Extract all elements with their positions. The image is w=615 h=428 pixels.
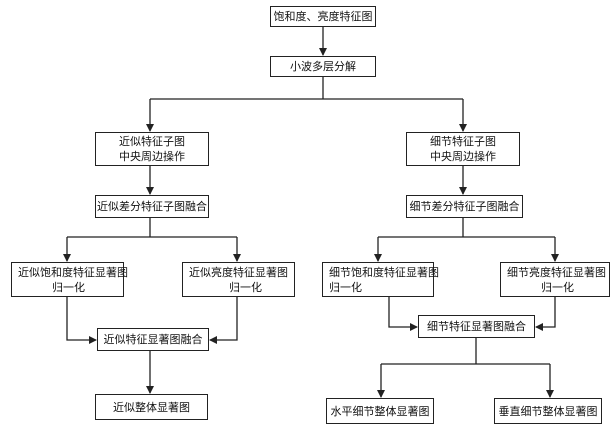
node-label-line-1: 细节特征子图 (430, 135, 496, 148)
approximate-brightness-saliency-node: 近似亮度特征显著图 归一化 (182, 262, 295, 297)
detail-sub-map-node: 细节特征子图 中央周边操作 (406, 132, 520, 166)
approximate-saliency-fusion-node: 近似特征显著图融合 (97, 328, 209, 351)
node-label-line-2: 归一化 (52, 280, 85, 294)
vertical-detail-overall-saliency-node: 垂直细节整体显著图 (494, 398, 602, 424)
node-label-line-1: 细节饱和度特征显著图 (329, 265, 439, 279)
approximate-overall-saliency-node: 近似整体显著图 (95, 394, 208, 420)
horizontal-detail-overall-saliency-node: 水平细节整体显著图 (326, 398, 434, 424)
detail-saliency-fusion-node: 细节特征显著图融合 (418, 315, 535, 338)
node-label: 近似整体显著图 (113, 400, 190, 414)
node-label: 细节差分特征子图融合 (409, 200, 520, 213)
node-label: 垂直细节整体显著图 (498, 404, 598, 418)
arrow-detail-sat-to-fuse (388, 297, 418, 331)
node-label-line-2: 中央周边操作 (119, 150, 185, 163)
node-label: 近似差分特征子图融合 (97, 200, 207, 213)
arrow-detail-bright-to-fuse (535, 297, 556, 331)
detail-brightness-saliency-node: 细节亮度特征显著图 归一化 (500, 262, 610, 297)
approximate-sub-map-node: 近似特征子图 中央周边操作 (95, 132, 209, 166)
arrow-approx-sat-to-fuse (66, 297, 97, 344)
node-label: 细节特征显著图融合 (427, 320, 526, 333)
arrow-approx-bright-to-fuse (209, 297, 238, 344)
approximate-difference-fusion-node: 近似差分特征子图融合 (95, 195, 209, 218)
detail-saturation-saliency-node: 细节饱和度特征显著图 归一化 (322, 262, 439, 297)
approximate-saturation-saliency-node: 近似饱和度特征显著图 归一化 (11, 262, 128, 297)
node-label-line-2: 归一化 (229, 280, 262, 294)
saturation-brightness-feature-map-node: 饱和度、亮度特征图 (270, 6, 376, 27)
wavelet-decomposition-node: 小波多层分解 (270, 56, 376, 77)
node-label-line-2: 归一化 (541, 280, 574, 294)
node-label-line-1: 细节亮度特征显著图 (507, 265, 606, 279)
node-label-line-1: 近似亮度特征显著图 (189, 265, 288, 279)
node-label-line-2: 归一化 (329, 280, 362, 294)
node-label-line-1: 近似饱和度特征显著图 (18, 265, 128, 279)
node-label: 水平细节整体显著图 (330, 404, 430, 418)
node-label: 近似特征显著图融合 (103, 333, 203, 346)
node-label-line-1: 近似特征子图 (119, 135, 185, 148)
detail-difference-fusion-node: 细节差分特征子图融合 (406, 195, 523, 218)
node-label-line-2: 中央周边操作 (430, 150, 496, 163)
node-label: 饱和度、亮度特征图 (273, 10, 373, 23)
node-label: 小波多层分解 (290, 60, 356, 73)
